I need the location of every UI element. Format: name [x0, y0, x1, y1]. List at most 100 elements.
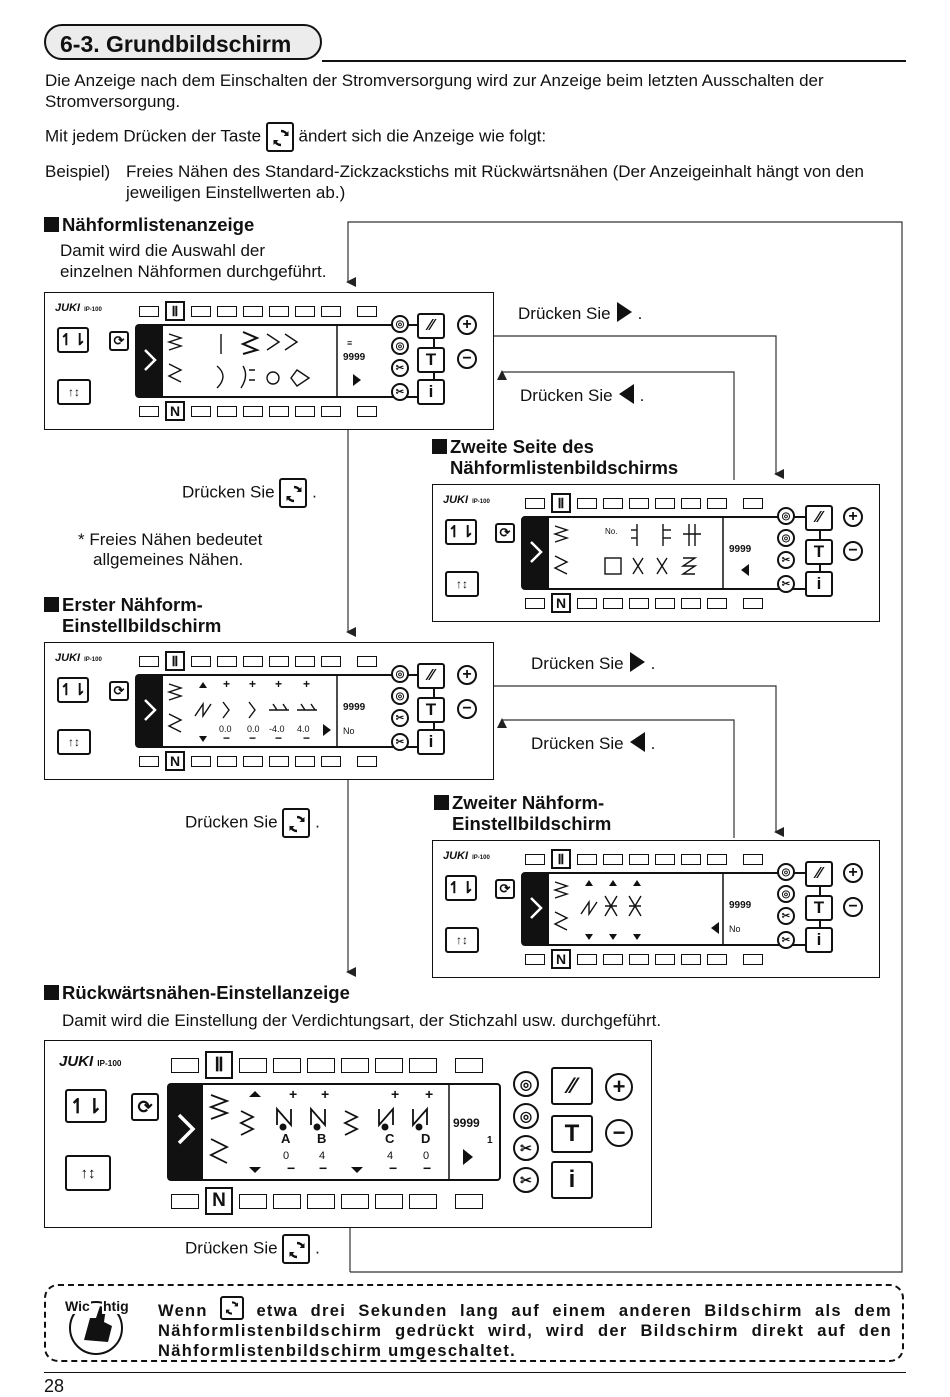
thread-button[interactable]: ↿⇂	[57, 327, 89, 353]
refresh-button[interactable]: ⟳	[495, 523, 515, 543]
wind-icon[interactable]: ◎	[513, 1103, 539, 1129]
t-button[interactable]: T	[551, 1115, 593, 1153]
plus-button[interactable]: +	[457, 665, 477, 685]
intro-key-before: Mit jedem Drücken der Taste	[45, 126, 262, 146]
info-button[interactable]: i	[551, 1161, 593, 1199]
info-button[interactable]: i	[417, 379, 445, 405]
presser-button[interactable]: ↑↕	[445, 571, 479, 597]
svg-text:−: −	[249, 731, 256, 745]
svg-text:-4.0: -4.0	[269, 724, 285, 734]
plus-button[interactable]: +	[843, 863, 863, 883]
ready-icon[interactable]: ◎	[777, 863, 795, 881]
svg-text:1: 1	[487, 1135, 493, 1146]
t-button[interactable]: T	[417, 347, 445, 373]
presser-button[interactable]: ↑↕	[57, 729, 91, 755]
cut2-icon[interactable]: ✂	[777, 931, 795, 949]
refresh-key-icon	[279, 478, 308, 508]
plus-button[interactable]: +	[605, 1073, 633, 1101]
ready-icon[interactable]: ◎	[777, 507, 795, 525]
wind-icon[interactable]: ◎	[777, 529, 795, 547]
clear-button[interactable]: ⁄⁄	[417, 663, 445, 689]
minus-button[interactable]: −	[843, 541, 863, 561]
cut2-icon[interactable]: ✂	[777, 575, 795, 593]
thread-button[interactable]: ↿⇂	[65, 1089, 107, 1123]
svg-text:No: No	[729, 924, 741, 934]
t-button[interactable]: T	[805, 539, 833, 565]
refresh-button[interactable]: ⟳	[131, 1093, 159, 1121]
cut-icon[interactable]: ✂	[777, 551, 795, 569]
arrow-right-icon	[616, 302, 632, 322]
svg-text:9999: 9999	[343, 352, 366, 363]
t-button[interactable]: T	[417, 697, 445, 723]
arrow-left-icon	[618, 384, 634, 404]
t-button[interactable]: T	[805, 895, 833, 921]
thread-button[interactable]: ↿⇂	[445, 519, 477, 545]
clear-button[interactable]: ⁄⁄	[417, 313, 445, 339]
wind-icon[interactable]: ◎	[391, 337, 409, 355]
clear-button[interactable]: ⁄⁄	[551, 1067, 593, 1105]
wind-icon[interactable]: ◎	[777, 885, 795, 903]
minus-button[interactable]: −	[843, 897, 863, 917]
cut-icon[interactable]: ✂	[777, 907, 795, 925]
top-key-row: Ⅱ	[139, 301, 383, 321]
ready-icon[interactable]: ◎	[513, 1071, 539, 1097]
svg-text:No.: No.	[605, 527, 617, 536]
press-right-2: Drücken Sie.	[531, 652, 656, 673]
hand-warning-icon	[69, 1301, 123, 1355]
ready-icon[interactable]: ◎	[391, 315, 409, 333]
intro-paragraph: Die Anzeige nach dem Einschalten der Str…	[45, 71, 824, 111]
svg-text:9999: 9999	[729, 900, 752, 911]
presser-button[interactable]: ↑↕	[65, 1155, 111, 1191]
cut-icon[interactable]: ✂	[391, 359, 409, 377]
refresh-button[interactable]: ⟳	[109, 331, 129, 351]
desc-list: Damit wird die Auswahl der einzelnen Näh…	[60, 241, 327, 281]
svg-text:4.0: 4.0	[297, 724, 310, 734]
svg-text:+: +	[425, 1086, 433, 1102]
cut-icon[interactable]: ✂	[391, 709, 409, 727]
ready-icon[interactable]: ◎	[391, 665, 409, 683]
press-left-2: Drücken Sie.	[531, 732, 656, 753]
thread-button[interactable]: ↿⇂	[445, 875, 477, 901]
refresh-key-icon	[220, 1296, 245, 1320]
svg-text:−: −	[319, 1160, 327, 1176]
wind-icon[interactable]: ◎	[391, 687, 409, 705]
press-right-1: Drücken Sie.	[518, 302, 643, 323]
info-button[interactable]: i	[805, 571, 833, 597]
cut2-icon[interactable]: ✂	[391, 383, 409, 401]
cut2-icon[interactable]: ✂	[513, 1167, 539, 1193]
lcd-reverse: ++++ −−−− A B C D 0 4 4 0 9999 1	[167, 1083, 501, 1181]
clear-button[interactable]: ⁄⁄	[805, 505, 833, 531]
lcd-list2: No. 9999	[521, 516, 821, 590]
plus-button[interactable]: +	[457, 315, 477, 335]
svg-text:−: −	[423, 1160, 431, 1176]
presser-button[interactable]: ↑↕	[57, 379, 91, 405]
minus-button[interactable]: −	[605, 1119, 633, 1147]
example-text: Freies Nähen des Standard-Zickzackstichs…	[126, 162, 864, 202]
title-rule	[322, 60, 906, 62]
lcd-list: ≡ 9999	[135, 324, 435, 398]
info-button[interactable]: i	[417, 729, 445, 755]
svg-text:C: C	[385, 1131, 395, 1146]
warning-box	[44, 1284, 904, 1362]
svg-text:D: D	[421, 1131, 430, 1146]
clear-button[interactable]: ⁄⁄	[805, 861, 833, 887]
press-refresh-2: Drücken Sie .	[185, 808, 320, 838]
svg-text:9999: 9999	[343, 702, 366, 713]
minus-button[interactable]: −	[457, 349, 477, 369]
refresh-button[interactable]: ⟳	[495, 879, 515, 899]
cut2-icon[interactable]: ✂	[391, 733, 409, 751]
refresh-button[interactable]: ⟳	[109, 681, 129, 701]
presser-button[interactable]: ↑↕	[445, 927, 479, 953]
thread-button[interactable]: ↿⇂	[57, 677, 89, 703]
plus-button[interactable]: +	[843, 507, 863, 527]
svg-text:4: 4	[387, 1150, 393, 1162]
info-button[interactable]: i	[805, 927, 833, 953]
minus-button[interactable]: −	[457, 699, 477, 719]
cut-icon[interactable]: ✂	[513, 1135, 539, 1161]
